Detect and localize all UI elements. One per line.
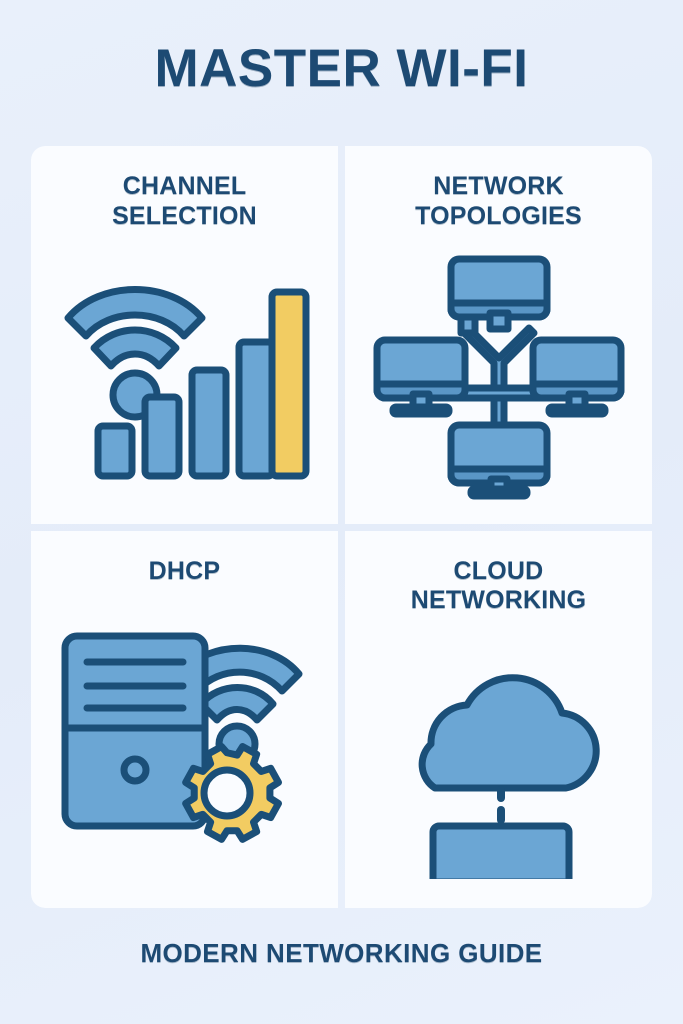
dhcp-server-icon bbox=[61, 632, 302, 843]
card-title-line-2: NETWORKING bbox=[410, 586, 587, 614]
icon-wrapper-dhcp bbox=[31, 586, 338, 908]
card-title-channel-selection: CHANNEL SELECTION bbox=[98, 172, 271, 231]
server-power-button bbox=[120, 755, 149, 784]
card-cloud-networking[interactable]: CLOUD NETWORKING bbox=[345, 530, 652, 909]
topology-node-top bbox=[447, 255, 550, 337]
card-title-line-2: TOPOLOGIES bbox=[415, 201, 582, 230]
signal-bar-3 bbox=[188, 366, 229, 480]
card-title-line-1: DHCP bbox=[148, 556, 221, 585]
cloud-client-monitor bbox=[429, 822, 572, 880]
topology-node-bottom bbox=[447, 421, 550, 500]
cloud-networking-icon bbox=[418, 674, 600, 880]
card-title-cloud-networking: CLOUD NETWORKING bbox=[397, 557, 601, 616]
card-network-topologies[interactable]: NETWORK TOPOLOGIES bbox=[345, 146, 652, 524]
card-title-line-1: NETWORK bbox=[433, 172, 564, 200]
card-dhcp[interactable]: DHCP bbox=[31, 530, 338, 908]
footer-caption: MODERN NETWORKING GUIDE bbox=[140, 938, 543, 968]
card-title-line-1: CLOUD bbox=[453, 556, 544, 585]
card-grid: CHANNEL SELECTION bbox=[31, 146, 652, 908]
topology-node-left bbox=[373, 336, 468, 418]
icon-wrapper-channel-selection bbox=[31, 231, 338, 524]
card-title-dhcp: DHCP bbox=[135, 557, 235, 587]
card-title-network-topologies: NETWORK TOPOLOGIES bbox=[401, 172, 596, 231]
card-title-line-1: CHANNEL bbox=[122, 172, 247, 200]
signal-bar-1 bbox=[94, 422, 135, 480]
page-title: MASTER WI-FI bbox=[154, 39, 529, 98]
network-topology-icon bbox=[373, 255, 624, 500]
signal-bar-5-active bbox=[268, 288, 309, 480]
signal-bar-2 bbox=[141, 393, 182, 480]
signal-bar-4 bbox=[235, 338, 276, 480]
server-tower bbox=[61, 632, 208, 829]
icon-wrapper-cloud-networking bbox=[345, 616, 652, 909]
wifi-signal-bars-icon bbox=[64, 285, 309, 480]
icon-wrapper-network-topologies bbox=[345, 231, 652, 524]
card-channel-selection[interactable]: CHANNEL SELECTION bbox=[31, 146, 338, 524]
cloud-shape bbox=[418, 674, 600, 792]
topology-node-right bbox=[529, 336, 624, 418]
gear-icon bbox=[181, 742, 282, 843]
card-title-line-2: SELECTION bbox=[112, 201, 257, 230]
